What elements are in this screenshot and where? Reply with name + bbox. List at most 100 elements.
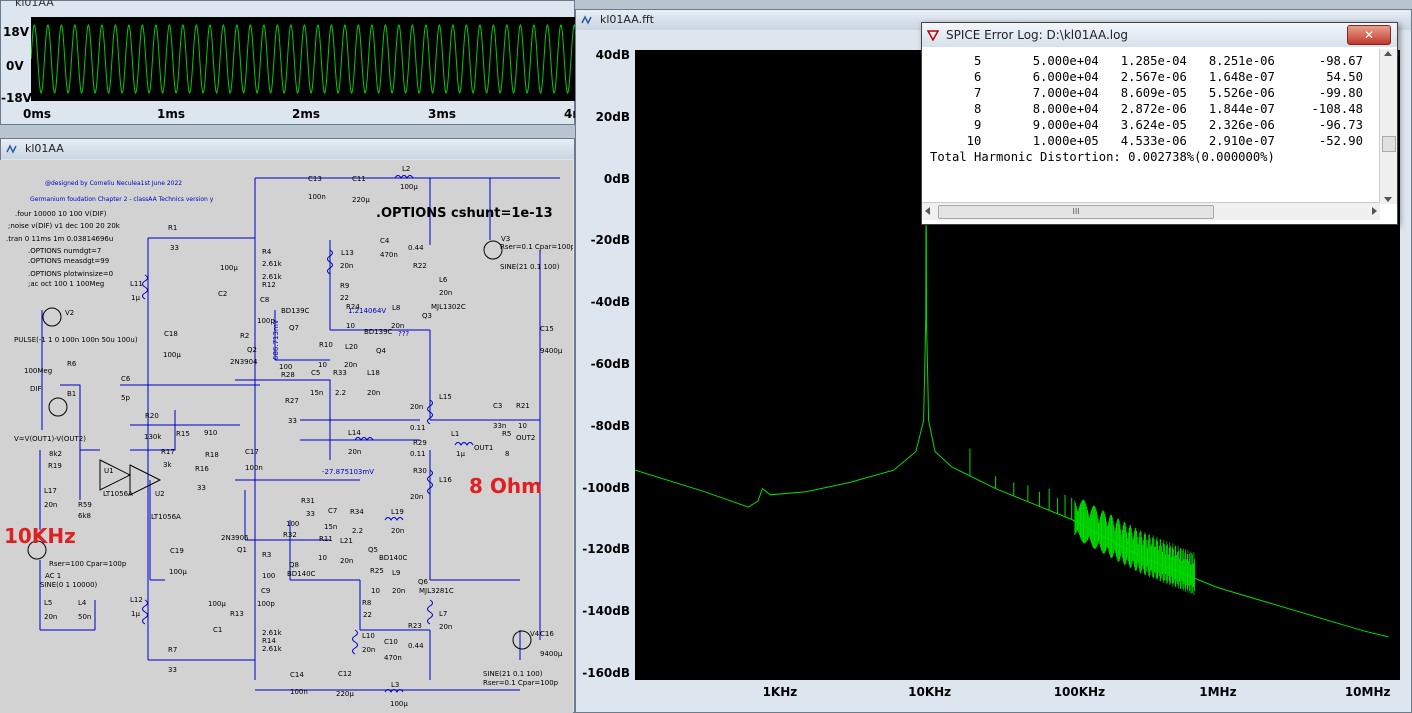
component-label-u2[interactable]: U2 — [155, 490, 165, 498]
component-label-v3r[interactable]: Rser=0.1 Cpar=100p — [500, 243, 573, 251]
component-label-c2v[interactable]: 100µ — [220, 264, 238, 272]
component-label-l12[interactable]: L12 — [130, 596, 143, 604]
horizontal-scrollbar[interactable]: III — [922, 202, 1380, 220]
scroll-left-icon[interactable] — [925, 207, 930, 215]
component-label-l4[interactable]: L4 — [78, 599, 87, 607]
component-label-q5[interactable]: Q5 — [368, 546, 378, 554]
component-label-l11v[interactable]: 1µ — [131, 294, 140, 302]
component-label-r23[interactable]: R23 — [408, 622, 422, 630]
component-label-l5[interactable]: L5 — [44, 599, 53, 607]
scroll-thumb-horizontal[interactable]: III — [938, 205, 1214, 219]
component-label-l20[interactable]: L20 — [345, 343, 358, 351]
component-label-c3v[interactable]: 33n — [493, 422, 507, 430]
component-label-r9v[interactable]: 22 — [340, 294, 349, 302]
component-label-bd139c[interactable]: BD139C — [364, 328, 393, 336]
component-label-l9[interactable]: L9 — [392, 569, 401, 577]
component-label-q3[interactable]: Q3 — [422, 312, 432, 320]
component-label-c4v[interactable]: 470n — [380, 251, 398, 259]
component-label-c15[interactable]: C15 — [540, 325, 554, 333]
component-label-l17[interactable]: L17 — [44, 487, 57, 495]
component-label-l20v[interactable]: 20n — [344, 361, 358, 369]
component-label-r15v[interactable]: 910 — [204, 429, 218, 437]
component-label-r29[interactable]: R29 — [413, 439, 427, 447]
component-label-l3[interactable]: L3 — [391, 681, 400, 689]
component-label-c18v[interactable]: 100µ — [163, 351, 181, 359]
component-label-r11[interactable]: R11 — [319, 535, 333, 543]
component-label-l6[interactable]: L6 — [439, 276, 448, 284]
component-label-r6v[interactable]: 100Meg — [24, 367, 53, 375]
component-label-r23v[interactable]: 0.44 — [408, 642, 424, 650]
component-label-r7[interactable]: R7 — [168, 646, 178, 654]
component-label-l14[interactable]: L14 — [348, 429, 361, 437]
component-label-c5[interactable]: C5 — [311, 369, 321, 377]
component-label-c17[interactable]: C17 — [245, 448, 259, 456]
component-label-l3v[interactable]: 100µ — [390, 700, 408, 708]
component-label-c6[interactable]: C6 — [121, 375, 131, 383]
component-label-r33[interactable]: R33 — [333, 369, 347, 377]
component-label-c15v[interactable]: 9400µ — [540, 347, 563, 355]
component-label-l14v[interactable]: 20n — [348, 448, 362, 456]
component-label-r24[interactable]: R24 — [346, 303, 360, 311]
component-label-c13[interactable]: C13 — [308, 175, 322, 183]
component-label-r16[interactable]: R16 — [195, 465, 209, 473]
component-label-r19v[interactable]: 8k2 — [49, 450, 62, 458]
component-label-l9v[interactable]: 20n — [392, 587, 406, 595]
component-label-r59v[interactable]: 6k8 — [78, 512, 91, 520]
component-label-q1[interactable]: Q1 — [237, 546, 247, 554]
component-label-c14v[interactable]: 100n — [290, 688, 308, 696]
component-label-l8v[interactable]: 20n — [391, 322, 405, 330]
component-label-c1v[interactable]: 100µ — [208, 600, 226, 608]
component-label-c8[interactable]: C8 — [260, 296, 270, 304]
component-label-r3v[interactable]: 100 — [262, 572, 276, 580]
component-label-c16[interactable]: C16 — [540, 630, 554, 638]
component-label-v1ac[interactable]: AC 1 — [45, 572, 62, 580]
component-label-r8[interactable]: R8 — [362, 599, 372, 607]
component-label-l16[interactable]: L16 — [439, 476, 452, 484]
component-label-c6v[interactable]: 5p — [121, 394, 130, 402]
component-label-r33v[interactable]: 2.2 — [335, 389, 347, 397]
close-button[interactable]: ✕ — [1347, 25, 1391, 45]
component-label-l18v[interactable]: 20n — [367, 389, 381, 397]
component-label-q777[interactable]: ??? — [398, 330, 410, 338]
scroll-thumb-vertical[interactable] — [1382, 136, 1396, 152]
component-label-l6v[interactable]: 20n — [439, 289, 453, 297]
component-label-v2p[interactable]: PULSE(-1 1 0 100n 100n 50u 100u) — [14, 336, 138, 344]
component-label-r10[interactable]: R10 — [319, 341, 333, 349]
component-label-r4v[interactable]: 2.61k — [262, 260, 282, 268]
component-label-c2[interactable]: C2 — [218, 290, 228, 298]
component-label-out2[interactable]: OUT2 — [516, 434, 536, 442]
component-label-c14[interactable]: C14 — [290, 671, 304, 679]
component-label-r13v[interactable]: 2.61k — [262, 629, 282, 637]
component-label-r28[interactable]: R28 — [281, 371, 295, 379]
component-label-c10[interactable]: C10 — [384, 638, 398, 646]
component-label-c16v[interactable]: 9400µ — [540, 650, 563, 658]
component-label-l4v[interactable]: 50n — [78, 613, 92, 621]
component-label-u1[interactable]: U1 — [104, 467, 114, 475]
top-waveform-plot[interactable] — [30, 17, 577, 101]
component-label-r2[interactable]: R2 — [240, 332, 250, 340]
schematic-titlebar[interactable]: kl01AA — [1, 139, 574, 159]
component-label-r25[interactable]: R25 — [370, 567, 384, 575]
component-label-l19[interactable]: L19 — [391, 508, 404, 516]
component-label-r7v[interactable]: 33 — [168, 666, 177, 674]
component-label-l13v[interactable]: 20n — [340, 262, 354, 270]
component-label-v4[interactable]: V4 — [530, 630, 540, 638]
component-label-r59[interactable]: R59 — [78, 501, 92, 509]
component-label-bexpr[interactable]: V=V(OUT1)-V(OUT2) — [14, 435, 86, 443]
component-label-r29v[interactable]: 0.11 — [410, 424, 426, 432]
component-label-l8[interactable]: L8 — [392, 304, 401, 312]
component-label-c19v[interactable]: 100µ — [169, 568, 187, 576]
component-label-r17[interactable]: R17 — [161, 448, 175, 456]
component-label-l15[interactable]: L15 — [439, 393, 452, 401]
component-label-r14v[interactable]: 2.61k — [262, 645, 282, 653]
component-label-q5m[interactable]: BD140C — [379, 554, 408, 562]
component-label-r22[interactable]: R22 — [413, 262, 427, 270]
schematic-canvas[interactable]: @designed by Corneliu Neculea1st June 20… — [0, 160, 573, 713]
component-label-l15v[interactable]: 20n — [410, 403, 424, 411]
component-label-r32[interactable]: R32 — [283, 531, 297, 539]
component-label-r5v[interactable]: 8 — [505, 450, 510, 458]
scroll-up-icon[interactable] — [1384, 51, 1392, 56]
component-label-r11v[interactable]: 10 — [318, 554, 327, 562]
component-label-l2[interactable]: L2 — [402, 165, 411, 173]
component-label-r32v[interactable]: 100 — [286, 520, 300, 528]
